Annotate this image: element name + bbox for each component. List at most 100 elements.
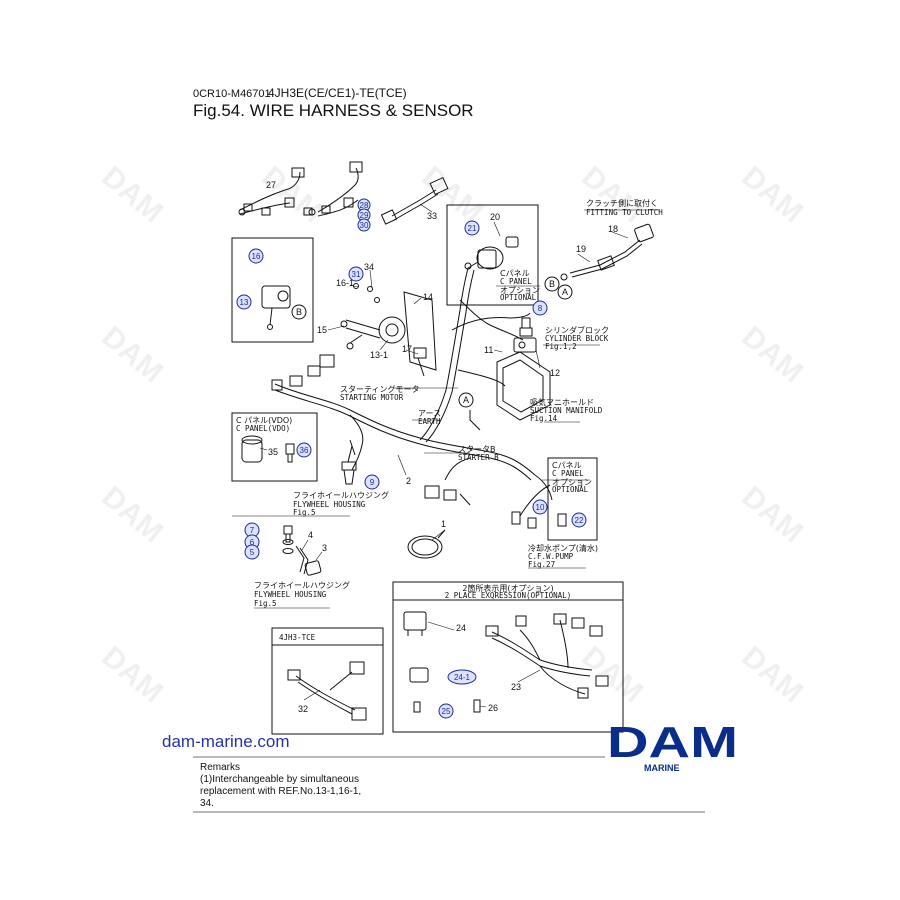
label-flywheel1-jp: フライホイールハウジング [293,490,389,500]
label-optional2-en: OPTIONAL [552,485,589,494]
sensor-13 [261,285,291,330]
callout-16 [248,248,264,264]
label-starter-jp: スタータB [458,445,496,454]
label-cylinder-jp: シリンダブロック [545,325,609,335]
callout-text: 36 [300,446,309,455]
label-starting-en: STARTING MOTOR [340,393,404,402]
callout-36 [296,442,312,458]
dam-logo: DAM [607,724,738,760]
callout-31 [348,266,364,282]
label-tce: 4JH3-TCE [279,633,316,642]
part-number: 33 [427,211,437,221]
callout-text: 16 [252,252,261,261]
label-twoplace-en: 2 PLACE EXQRESSION(OPTIONAL) [445,591,571,600]
callout-text: 7 [250,526,255,535]
remarks: Remarks (1)Interchangeable by simultaneo… [200,762,400,810]
label-cpanel-en: C PANEL [500,277,532,286]
sender-35 [241,435,263,463]
watermark: DAM [96,640,170,709]
label-optional-jp: オプション [500,286,540,295]
label-cpanel2-jp: Cパネル [552,461,582,470]
bolt-7 [283,525,293,543]
label-flywheel1-en: FLYWHEEL HOUSING [293,500,366,509]
clamp-4 [295,545,309,575]
sensor-8 [519,317,533,337]
remarks-line: (1)Interchangeable by simultaneous [200,774,359,785]
website-link[interactable]: dam-marine.com [162,732,290,751]
part-number: 1 [441,519,446,529]
marker-text: A [463,395,469,405]
part-number: 3 [322,543,327,553]
label-starter-en: STARTER B [458,453,499,462]
label-twoplace-jp: 2箇所表示用(オプション) [462,583,553,593]
callout-21 [464,220,480,236]
part-number: 19 [576,244,586,254]
callout-text: 13 [240,298,249,307]
label-cpanel-jp: Cパネル [500,269,530,278]
connector-marker-b-left [291,304,307,320]
document-code: 0CR10-M46701 [193,88,271,100]
part-number: 35 [268,447,278,457]
callout-text: 22 [575,516,584,525]
harness-27 [238,167,305,216]
label-cwpump-jp: 冷却水ポンプ(清水) [528,543,598,553]
connector-marker-a-center [458,392,474,408]
label-fig5a: Fig.5 [293,508,316,517]
leader-lines [232,203,660,708]
callout-text: 25 [442,707,451,716]
washer-6 [282,539,294,545]
label-cylinder-en: CYLINDER BLOCK [545,334,609,343]
watermark: DAM [736,480,810,549]
part-number: 14 [423,292,433,302]
callout-text: 28 [360,201,369,210]
marker-text: B [549,279,555,289]
callout-9 [364,474,380,490]
label-flywheel2-en: FLYWHEEL HOUSING [254,590,327,599]
callout-24-1 [447,669,477,685]
watermark: DAM [576,160,650,229]
label-earth-jp: アース [418,409,441,418]
block-12 [513,337,537,353]
callout-text: 8 [538,304,543,313]
label-earth-en: EARTH [418,417,441,426]
label-suction-jp: 吸気マニホールド [530,397,594,407]
watermark: DAM [96,480,170,549]
callout-text: 21 [468,224,477,233]
part-number: 26 [488,703,498,713]
callout-text: 6 [250,538,255,547]
callout-8 [532,300,548,316]
watermark: DAM [96,320,170,389]
sensor-22 [557,513,567,527]
watermark: DAM [736,640,810,709]
label-cpanel2-en: C PANEL [552,469,584,478]
starter-relay-group [340,283,437,377]
harness-23 [485,613,609,699]
callout-text: 29 [360,211,369,220]
label-clutch-en: FITTING TO CLUTCH [586,208,663,217]
part-number: 17 [402,344,412,354]
logo-text: DAM [607,724,738,760]
harness-33 [380,176,449,225]
logo-subtitle: MARINE [644,763,680,773]
remarks-line: Remarks [200,762,241,773]
sender-25 [413,701,421,713]
callout-text: 31 [352,270,361,279]
harness-28 [303,161,363,217]
label-cpanel-vdo-jp: C パネル(VDO) [236,416,292,425]
callout-25 [438,703,454,719]
label-clutch-jp: クラッチ側に取付く [586,198,658,208]
c-panel-optional-box [547,457,598,541]
engine-model: 4JH3E(CE/CE1)-TE(TCE) [268,86,407,100]
part-number: 27 [266,180,276,190]
part-number: 12 [550,368,560,378]
watermark: DAM [736,320,810,389]
relay-24 [403,611,427,636]
callout-10 [532,499,548,515]
harness-32 [287,661,367,721]
sensor-21 [464,236,519,270]
label-cpanel-vdo-en: C PANEL(VDO) [236,424,290,433]
inset-box-c-panel-vdo [231,412,318,482]
inset-box-2-place [392,581,624,733]
marker-text: B [296,307,302,317]
